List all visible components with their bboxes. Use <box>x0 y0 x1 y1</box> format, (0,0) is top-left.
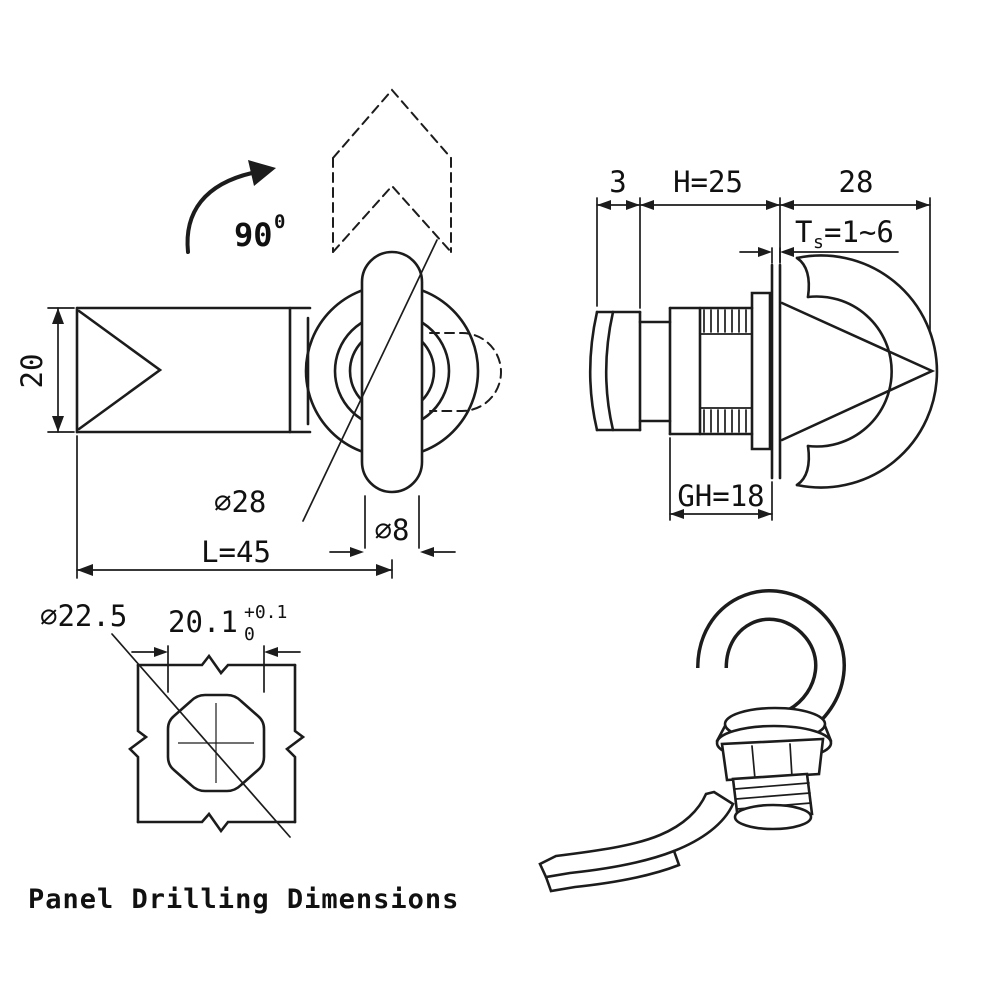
flange-washer <box>750 291 772 451</box>
hole-centerlines <box>178 703 254 783</box>
dashed-handle-projection <box>332 88 452 253</box>
drawing-caption: Panel Drilling Dimensions <box>28 884 459 915</box>
body-diameter-label: 20 <box>15 354 49 389</box>
panel-thickness-dimension <box>739 247 899 264</box>
lock-barrel-outline <box>75 306 312 434</box>
hook-section <box>780 254 939 489</box>
rotation-arrow <box>185 160 276 254</box>
flat-width-label: 20.1 <box>168 605 238 639</box>
panel-thickness-subscript: s <box>813 232 824 253</box>
tolerance-lower-label: 0 <box>244 624 255 645</box>
handle-diameter-dimension <box>329 495 456 557</box>
tolerance-upper-label: +0.1 <box>244 602 287 623</box>
body-height-label: H=25 <box>673 165 743 199</box>
hole-diameter-leader <box>111 633 291 838</box>
side-view-drawing: 90 0 ⌀28 <box>15 88 502 579</box>
hex-nut-3d <box>720 737 825 782</box>
rotation-angle-exponent: 0 <box>274 211 285 233</box>
panel-section <box>770 263 782 480</box>
lock-3d-illustration <box>538 589 846 893</box>
dashed-rotated-handle <box>429 332 502 412</box>
length-dimension <box>76 435 393 579</box>
hook-handle-3d <box>696 589 846 736</box>
cam-lever-3d <box>538 790 735 893</box>
top-dimension-chain <box>596 197 931 331</box>
grip-height-label: GH=18 <box>677 479 764 513</box>
handle-diameter-label: ⌀8 <box>375 513 410 547</box>
flat-width-dimension <box>131 645 301 693</box>
body-diameter-dimension <box>47 307 75 433</box>
threaded-cylinder-3d <box>731 772 814 831</box>
cam-diameter-label: ⌀28 <box>214 485 266 519</box>
handle-outline <box>360 250 424 494</box>
cam-thickness-label: 3 <box>609 165 626 199</box>
hook-depth-label: 28 <box>839 165 874 199</box>
panel-cutout-drawing: ⌀22.5 20.1 +0.1 0 <box>40 599 306 838</box>
length-label: L=45 <box>201 535 271 569</box>
hole-diameter-label: ⌀22.5 <box>40 599 127 633</box>
panel-thickness-prefix: T <box>795 215 812 249</box>
cam-lever-edge <box>589 310 642 432</box>
panel-thickness-value: =1~6 <box>824 215 894 249</box>
cutout-hole <box>166 693 266 793</box>
panel-square <box>128 653 306 834</box>
cam-diameter-leader <box>302 239 438 522</box>
front-view-drawing: 3 H=25 28 T s =1~6 <box>589 165 939 521</box>
threaded-body <box>638 306 754 436</box>
grip-height-dimension <box>669 437 773 521</box>
rotation-angle-label: 90 <box>234 216 273 254</box>
